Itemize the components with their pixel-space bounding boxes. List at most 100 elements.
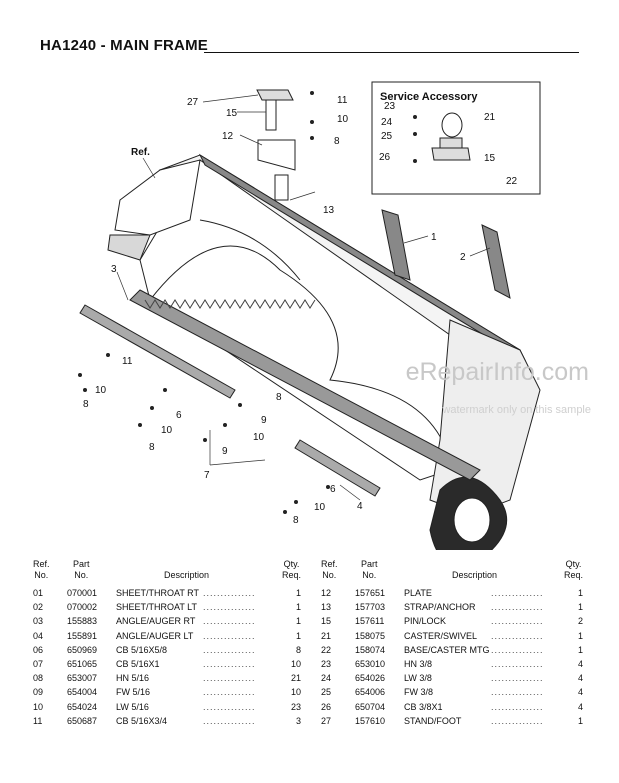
part-number-cell: 654024 bbox=[67, 701, 98, 712]
callout-10: 10 bbox=[337, 114, 349, 125]
callout-22: 22 bbox=[506, 176, 518, 187]
leader-dots: ............... bbox=[491, 588, 544, 598]
qty-cell: 21 bbox=[290, 673, 301, 684]
ref-cell: 10 bbox=[33, 701, 44, 712]
callout-23: 23 bbox=[384, 101, 396, 112]
part-number-cell: 158075 bbox=[355, 630, 386, 641]
description-cell: CB 5/16X1 bbox=[116, 658, 160, 669]
part-number-cell: 654006 bbox=[355, 687, 386, 698]
callout-27: 27 bbox=[187, 97, 199, 108]
qty-cell: 1 bbox=[295, 616, 301, 627]
callout-21: 21 bbox=[484, 112, 496, 123]
part-number-cell: 070001 bbox=[67, 588, 98, 598]
qty-cell: 23 bbox=[290, 701, 301, 712]
qty-cell: 1 bbox=[295, 588, 301, 598]
header-description: Description bbox=[452, 570, 498, 580]
callout-11: 11 bbox=[337, 95, 348, 106]
page-title: HA1240 - MAIN FRAME bbox=[40, 37, 208, 54]
callout-10d: 10 bbox=[253, 432, 265, 443]
sheet-throat-lt bbox=[481, 224, 511, 299]
part-number-cell: 157651 bbox=[355, 588, 386, 598]
ref-cell: 27 bbox=[321, 715, 332, 726]
table-row: 03 155883 ANGLE/AUGER RT............... 1 bbox=[33, 617, 301, 631]
description-cell: STRAP/ANCHOR bbox=[404, 602, 476, 613]
description-cell: CASTER/SWIVEL bbox=[404, 630, 478, 641]
leader-dots: ............... bbox=[491, 701, 544, 712]
part-number-cell: 653007 bbox=[67, 673, 98, 684]
ref-cell: 23 bbox=[321, 658, 332, 669]
description-cell: ANGLE/AUGER RT bbox=[116, 616, 196, 627]
qty-cell: 1 bbox=[577, 644, 583, 655]
description-cell: STAND/FOOT bbox=[404, 715, 462, 726]
ref-cell: 15 bbox=[321, 616, 332, 627]
qty-cell: 4 bbox=[577, 673, 583, 684]
cutterbar-teeth bbox=[144, 299, 316, 309]
part-number-cell: 650969 bbox=[67, 644, 98, 655]
qty-cell: 3 bbox=[295, 715, 301, 726]
part-number-cell: 653010 bbox=[355, 658, 386, 669]
qty-cell: 1 bbox=[577, 715, 583, 726]
ref-cell: 06 bbox=[33, 644, 44, 655]
qty-cell: 8 bbox=[295, 644, 301, 655]
plate bbox=[257, 139, 296, 171]
callout-8: 8 bbox=[334, 136, 340, 147]
header-ref: Ref.No. bbox=[33, 559, 50, 580]
leader-dots: ............... bbox=[203, 616, 256, 627]
ref-cell: 09 bbox=[33, 687, 44, 698]
callout-24: 24 bbox=[381, 117, 393, 128]
callout-3: 3 bbox=[111, 264, 117, 275]
callout-6b: 6 bbox=[330, 484, 336, 495]
ref-cell: 03 bbox=[33, 616, 44, 627]
watermark-text: eRepairInfo.com bbox=[405, 358, 589, 386]
qty-cell: 4 bbox=[577, 658, 583, 669]
angle-auger-rt bbox=[79, 304, 236, 399]
description-cell: BASE/CASTER MTG bbox=[404, 644, 490, 655]
ref-cell: 22 bbox=[321, 644, 332, 655]
leader-dots: ............... bbox=[203, 588, 256, 598]
leader-dots: ............... bbox=[491, 630, 544, 641]
ref-cell: 08 bbox=[33, 673, 44, 684]
ref-cell: 11 bbox=[33, 715, 43, 726]
callout-6: 6 bbox=[176, 410, 182, 421]
description-cell: HN 5/16 bbox=[116, 673, 150, 684]
leader-dots: ............... bbox=[491, 658, 544, 669]
description-cell: CB 3/8X1 bbox=[404, 701, 443, 712]
callout-12: 12 bbox=[222, 131, 234, 142]
callout-7: 7 bbox=[204, 470, 210, 481]
ref-cell: 04 bbox=[33, 630, 44, 641]
leader-dots: ............... bbox=[203, 715, 256, 726]
qty-cell: 1 bbox=[295, 630, 301, 641]
callout-15b: 15 bbox=[484, 153, 496, 164]
leader-dots: ............... bbox=[491, 715, 544, 726]
ref-cell: 21 bbox=[321, 630, 332, 641]
part-number-cell: 654026 bbox=[355, 673, 386, 684]
parts-diagram: 27 15 12 11 10 8 23 24 25 26 21 15 22 13… bbox=[78, 81, 541, 550]
leader-dots: ............... bbox=[203, 701, 256, 712]
description-cell: ANGLE/AUGER LT bbox=[116, 630, 194, 641]
callout-8b: 8 bbox=[83, 399, 89, 410]
qty-cell: 1 bbox=[577, 630, 583, 641]
sheet-throat-rt bbox=[381, 209, 411, 281]
part-number-cell: 155883 bbox=[67, 616, 98, 627]
callout-10c: 10 bbox=[161, 425, 173, 436]
callout-25: 25 bbox=[381, 131, 393, 142]
part-number-cell: 155891 bbox=[67, 630, 98, 641]
qty-cell: 10 bbox=[290, 687, 301, 698]
callout-8d: 8 bbox=[276, 392, 282, 403]
description-cell: CB 5/16X3/4 bbox=[116, 715, 168, 726]
table-row: 21 158075 CASTER/SWIVEL............... 1 bbox=[321, 630, 583, 646]
ref-cell: 24 bbox=[321, 673, 332, 684]
